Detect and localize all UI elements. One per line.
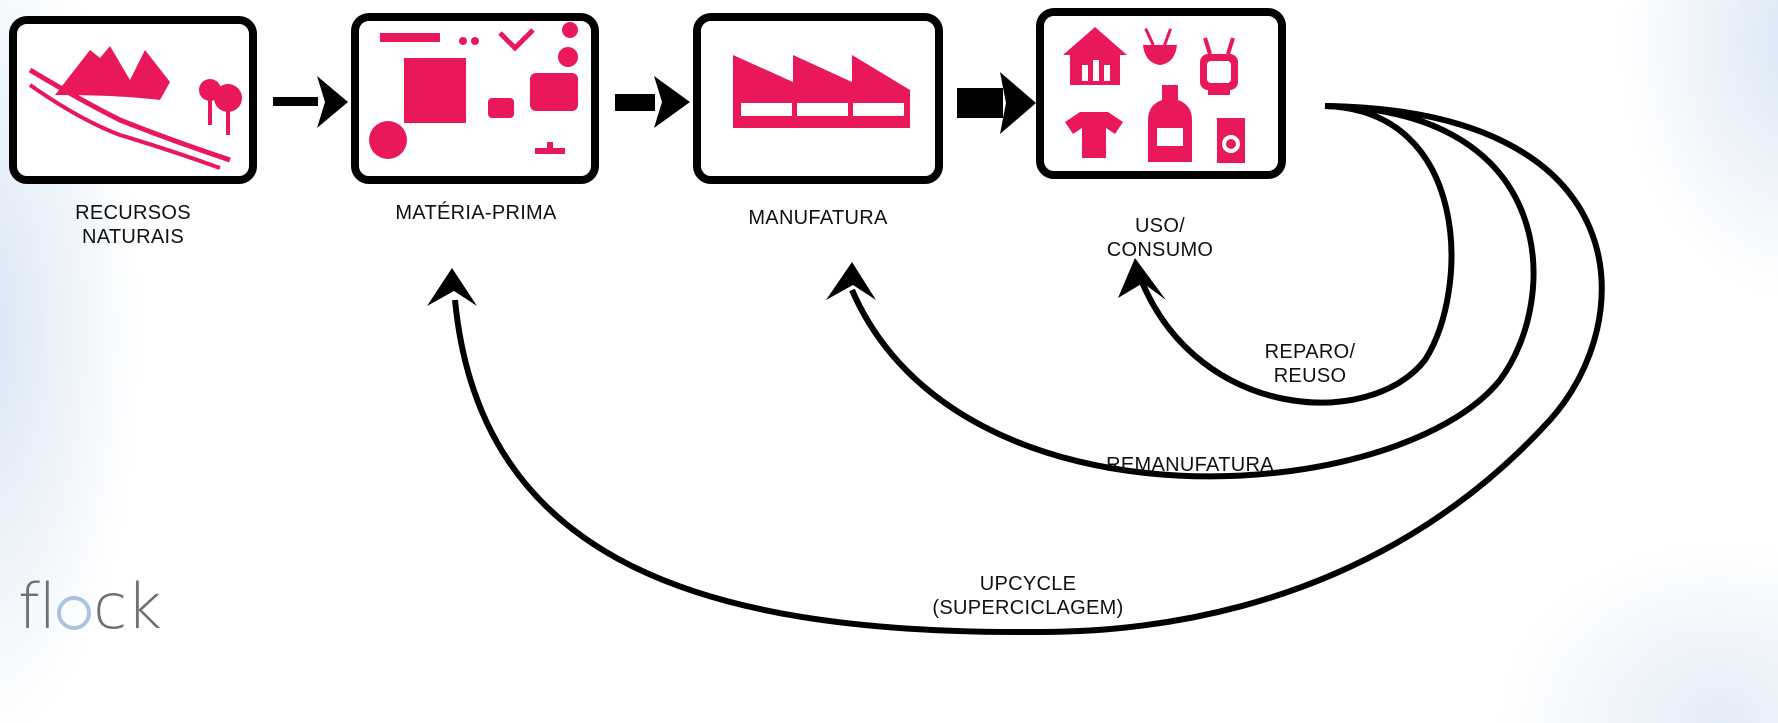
stage-box-materia xyxy=(351,13,599,184)
loop-label-upcycle: UPCYCLE (SUPERCICLAGEM) xyxy=(928,572,1128,620)
stage-label-line: USO/ xyxy=(1134,215,1186,237)
household-goods-icon xyxy=(1063,27,1245,163)
logo-ring-icon xyxy=(57,596,92,630)
loop-reparo-arrow xyxy=(1118,103,1455,406)
loop-label-line: REPARO/ xyxy=(1264,341,1356,363)
loop-remanufatura-arrow xyxy=(826,103,1537,480)
arrow-manufatura-to-uso xyxy=(957,72,1036,134)
stage-box-recursos xyxy=(9,16,257,184)
loop-label-line: (SUPERCICLAGEM) xyxy=(932,597,1124,619)
stage-box-manufatura xyxy=(693,13,943,184)
stage-label-recursos: RECURSOS NATURAIS xyxy=(53,201,213,249)
mountains-trees-icon xyxy=(28,46,242,170)
logo-text-right: ck xyxy=(93,570,162,643)
stage-box-uso xyxy=(1036,8,1286,179)
stage-label-line: CONSUMO xyxy=(1106,239,1214,261)
factory-icon xyxy=(733,55,910,128)
loop-label-remanufatura: REMANUFATURA xyxy=(1085,453,1295,477)
loop-label-reparo: REPARO/ REUSO xyxy=(1240,340,1380,388)
loop-label-line: REUSO xyxy=(1273,365,1347,387)
stage-label-line: MATÉRIA-PRIMA xyxy=(395,202,557,224)
stage-label-line: RECURSOS xyxy=(75,202,191,224)
raw-material-shapes-icon xyxy=(369,22,578,159)
stage-label-line: MANUFATURA xyxy=(748,207,888,229)
arrow-recursos-to-materia xyxy=(273,76,348,128)
stage-label-manufatura: MANUFATURA xyxy=(728,206,908,230)
logo-text-left: fl xyxy=(18,570,56,643)
loop-upcycle-arrow xyxy=(427,103,1605,636)
stage-label-materia: MATÉRIA-PRIMA xyxy=(376,201,576,225)
loop-label-line: UPCYCLE xyxy=(979,573,1077,595)
stage-label-line: NATURAIS xyxy=(81,226,185,248)
stage-label-uso: USO/ CONSUMO xyxy=(1080,214,1240,262)
loop-label-line: REMANUFATURA xyxy=(1106,454,1274,476)
arrow-materia-to-manufatura xyxy=(615,76,690,128)
